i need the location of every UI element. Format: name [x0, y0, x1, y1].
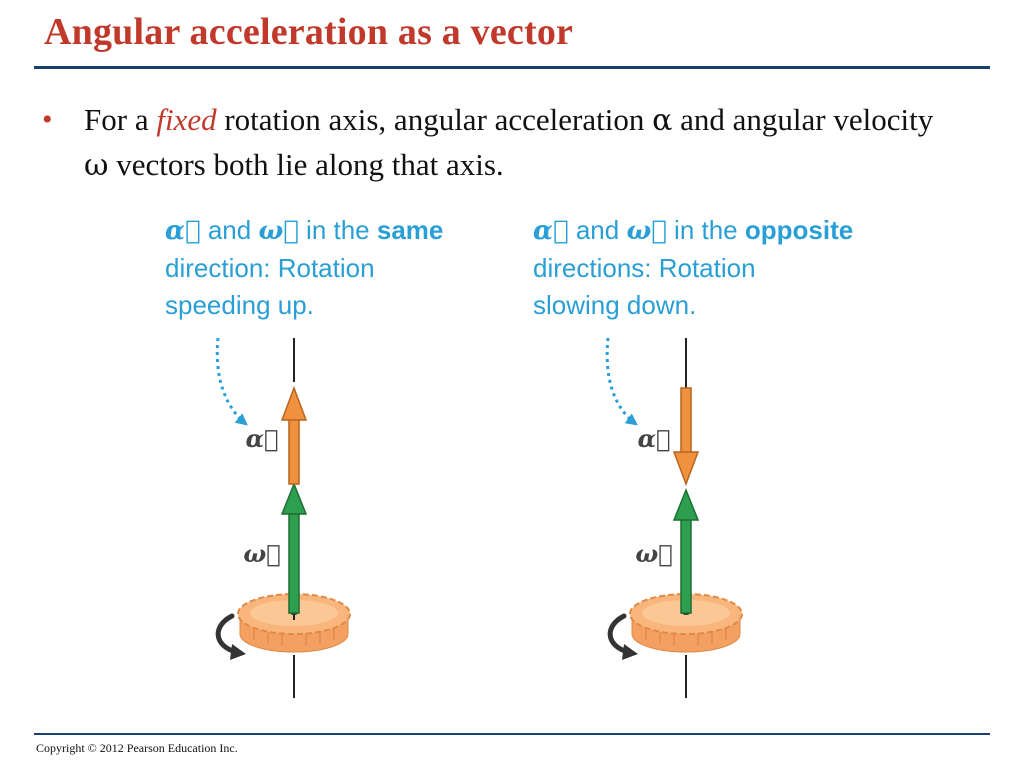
bullet-mid: rotation axis, angular acceleration — [216, 102, 653, 137]
bullet-point: • For a fixed rotation axis, angular acce… — [42, 98, 954, 188]
bullet-suffix: vectors both lie along that axis. — [108, 147, 504, 182]
pointer-arrow — [605, 337, 638, 426]
omega-vector-label: ω⃗ — [243, 539, 280, 568]
bullet-mid2: and angular velocity — [672, 102, 934, 137]
caption-keyword: same — [376, 215, 444, 245]
omega-vector-arrow — [672, 487, 700, 614]
figure-slowing-down: α⃗ ω⃗ — [605, 337, 743, 698]
caption-in-the: in the — [298, 215, 377, 245]
caption-alpha-vector: α⃗ — [165, 216, 201, 246]
omega-symbol: ω — [84, 148, 109, 183]
bullet-emphasis: fixed — [156, 102, 217, 137]
caption-in-the: in the — [666, 215, 745, 245]
slide-title: Angular acceleration as a vector — [44, 11, 574, 53]
alpha-symbol: α — [652, 103, 673, 138]
alpha-vector-label: α⃗ — [246, 424, 279, 453]
alpha-vector-arrow — [672, 387, 700, 487]
title-underline — [34, 66, 990, 69]
caption-line-3: speeding up. — [165, 290, 314, 320]
caption-omega-vector: ω⃗ — [626, 216, 667, 246]
caption-alpha-vector: α⃗ — [533, 216, 569, 246]
figure-speeding-up: α⃗ ω⃗ — [215, 337, 351, 698]
caption-same-direction: α⃗ and ω⃗ in the same direction: Rotatio… — [165, 212, 495, 324]
bullet-marker: • — [42, 103, 53, 136]
omega-vector-label: ω⃗ — [635, 539, 672, 568]
caption-line-2: direction: Rotation — [165, 253, 375, 283]
caption-opposite-direction: α⃗ and ω⃗ in the opposite directions: Ro… — [533, 212, 863, 324]
pointer-arrow — [215, 337, 248, 426]
caption-line-2: directions: Rotation — [533, 253, 756, 283]
caption-and: and — [200, 215, 259, 245]
copyright-notice: Copyright © 2012 Pearson Education Inc. — [36, 741, 238, 755]
caption-and: and — [568, 215, 627, 245]
footer-rule — [34, 733, 990, 735]
caption-omega-vector: ω⃗ — [258, 216, 299, 246]
alpha-vector-arrow — [280, 385, 308, 485]
omega-vector-arrow — [280, 481, 308, 614]
bullet-prefix: For a — [84, 102, 157, 137]
rotation-direction-arrow-icon — [607, 613, 638, 660]
rotation-direction-arrow-icon — [215, 613, 246, 660]
caption-keyword: opposite — [744, 215, 854, 245]
alpha-vector-label: α⃗ — [638, 424, 671, 453]
caption-line-3: slowing down. — [533, 290, 697, 320]
